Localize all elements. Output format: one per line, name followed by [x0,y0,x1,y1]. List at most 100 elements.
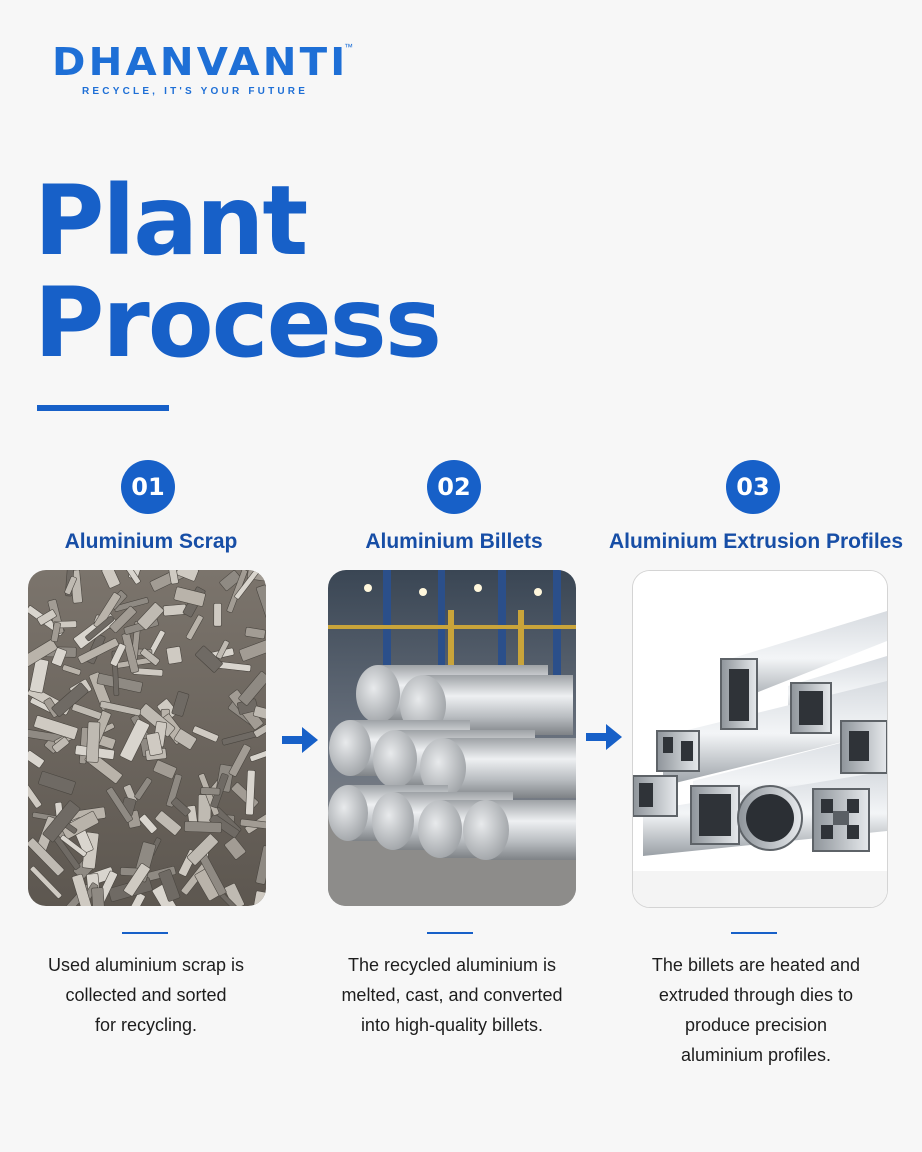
scrap-piece [130,892,146,906]
brand-logo: DHANVANTI ™ RECYCLE, IT'S YOUR FUTURE [52,40,362,100]
billets-image [328,570,576,906]
scrap-piece [253,705,266,722]
desc-line: extruded through dies to [658,985,854,1005]
scrap-piece [166,646,183,665]
desc-line: melted, cast, and converted [341,985,563,1005]
scrap-piece [200,787,221,796]
step-title: Aluminium Billets [365,530,543,553]
step-number-badge: 02 [427,460,481,514]
scrap-piece [28,639,58,668]
scrap-piece [185,614,204,641]
scrap-piece [171,691,190,717]
scrap-piece [224,837,247,860]
scrap-piece [28,837,65,876]
step-title: Aluminium Extrusion Profiles [608,530,904,553]
scrap-piece [85,721,101,763]
scrap-piece [158,869,181,902]
scrap-piece [28,784,42,809]
desc-line: Used aluminium scrap is [47,955,245,975]
scrap-piece [253,714,266,738]
scrap-piece [51,682,89,717]
scrap-piece [140,648,160,666]
scrap-piece [121,570,141,585]
desc-line: produce precision [684,1015,828,1035]
desc-line: into high-quality billets. [360,1015,544,1035]
step-number-badge: 01 [121,460,175,514]
step-description: The recycled aluminium is melted, cast, … [302,950,602,1040]
scrap-piece [123,863,151,897]
scrap-piece [52,736,70,753]
title-underline [37,405,169,411]
scrap-piece [28,750,45,769]
extrusion-profiles-image [632,570,888,908]
title-line-2: Process [34,267,442,379]
scrap-piece [228,743,252,777]
page-title: Plant Process [34,165,442,379]
scrap-piece [234,570,261,600]
desc-line: for recycling. [94,1015,198,1035]
scrap-piece [51,647,67,667]
scrap-piece [192,725,219,743]
scrap-piece [213,602,222,627]
scrap-piece [146,732,163,757]
scrap-piece [245,769,256,816]
scrap-piece [64,576,77,595]
scrap-piece [219,570,242,591]
scrap-piece [255,845,266,885]
desc-line: collected and sorted [65,985,227,1005]
scrap-piece [85,615,115,642]
scrap-piece [61,810,100,840]
scrap-piece [216,639,230,660]
scrap-piece [238,671,266,706]
scrap-piece [29,865,62,899]
scrap-piece [106,787,133,823]
scrap-piece [154,810,182,836]
arrow-right-icon [282,727,318,753]
scrap-piece [249,746,266,762]
step-divider [122,932,168,934]
step-description: The billets are heated and extruded thro… [606,950,906,1070]
scrap-piece [137,602,165,630]
scrap-piece [77,637,119,664]
scrap-piece [91,887,106,906]
scrap-piece [244,626,266,640]
scrap-piece [33,715,79,740]
scrap-piece [238,634,266,662]
brand-tagline: RECYCLE, IT'S YOUR FUTURE [82,86,309,97]
scrap-piece [62,664,82,676]
scrap-piece [152,759,177,780]
scrap-piece [173,728,197,750]
scrap-piece [42,800,81,843]
trademark-symbol: ™ [344,42,353,52]
desc-line: The billets are heated and [651,955,861,975]
scrap-piece [239,818,266,831]
scrap-piece [166,570,179,585]
title-line-1: Plant [34,165,308,277]
scrap-image [28,570,266,906]
scrap-piece [71,873,94,906]
step-divider [427,932,473,934]
scrap-piece [195,645,223,673]
scrap-piece [166,773,183,808]
scrap-piece [173,586,206,607]
scrap-piece [184,821,222,833]
scrap-piece [109,605,137,633]
scrap-piece [50,621,61,643]
desc-line: aluminium profiles. [680,1045,832,1065]
scrap-piece [110,643,127,667]
scrap-piece [151,884,184,906]
step-title: Aluminium Scrap [64,530,238,553]
arrow-right-icon [586,724,622,750]
scrap-piece [162,603,187,617]
scrap-piece [134,777,153,800]
scrap-piece [99,700,142,717]
scrap-piece [256,584,266,626]
scrap-piece [119,718,150,762]
scrap-piece [71,703,102,720]
step-divider [731,932,777,934]
step-number-badge: 03 [726,460,780,514]
scrap-piece [138,814,158,834]
desc-line: The recycled aluminium is [347,955,557,975]
scrap-piece [38,771,76,795]
scrap-piece [186,833,219,866]
